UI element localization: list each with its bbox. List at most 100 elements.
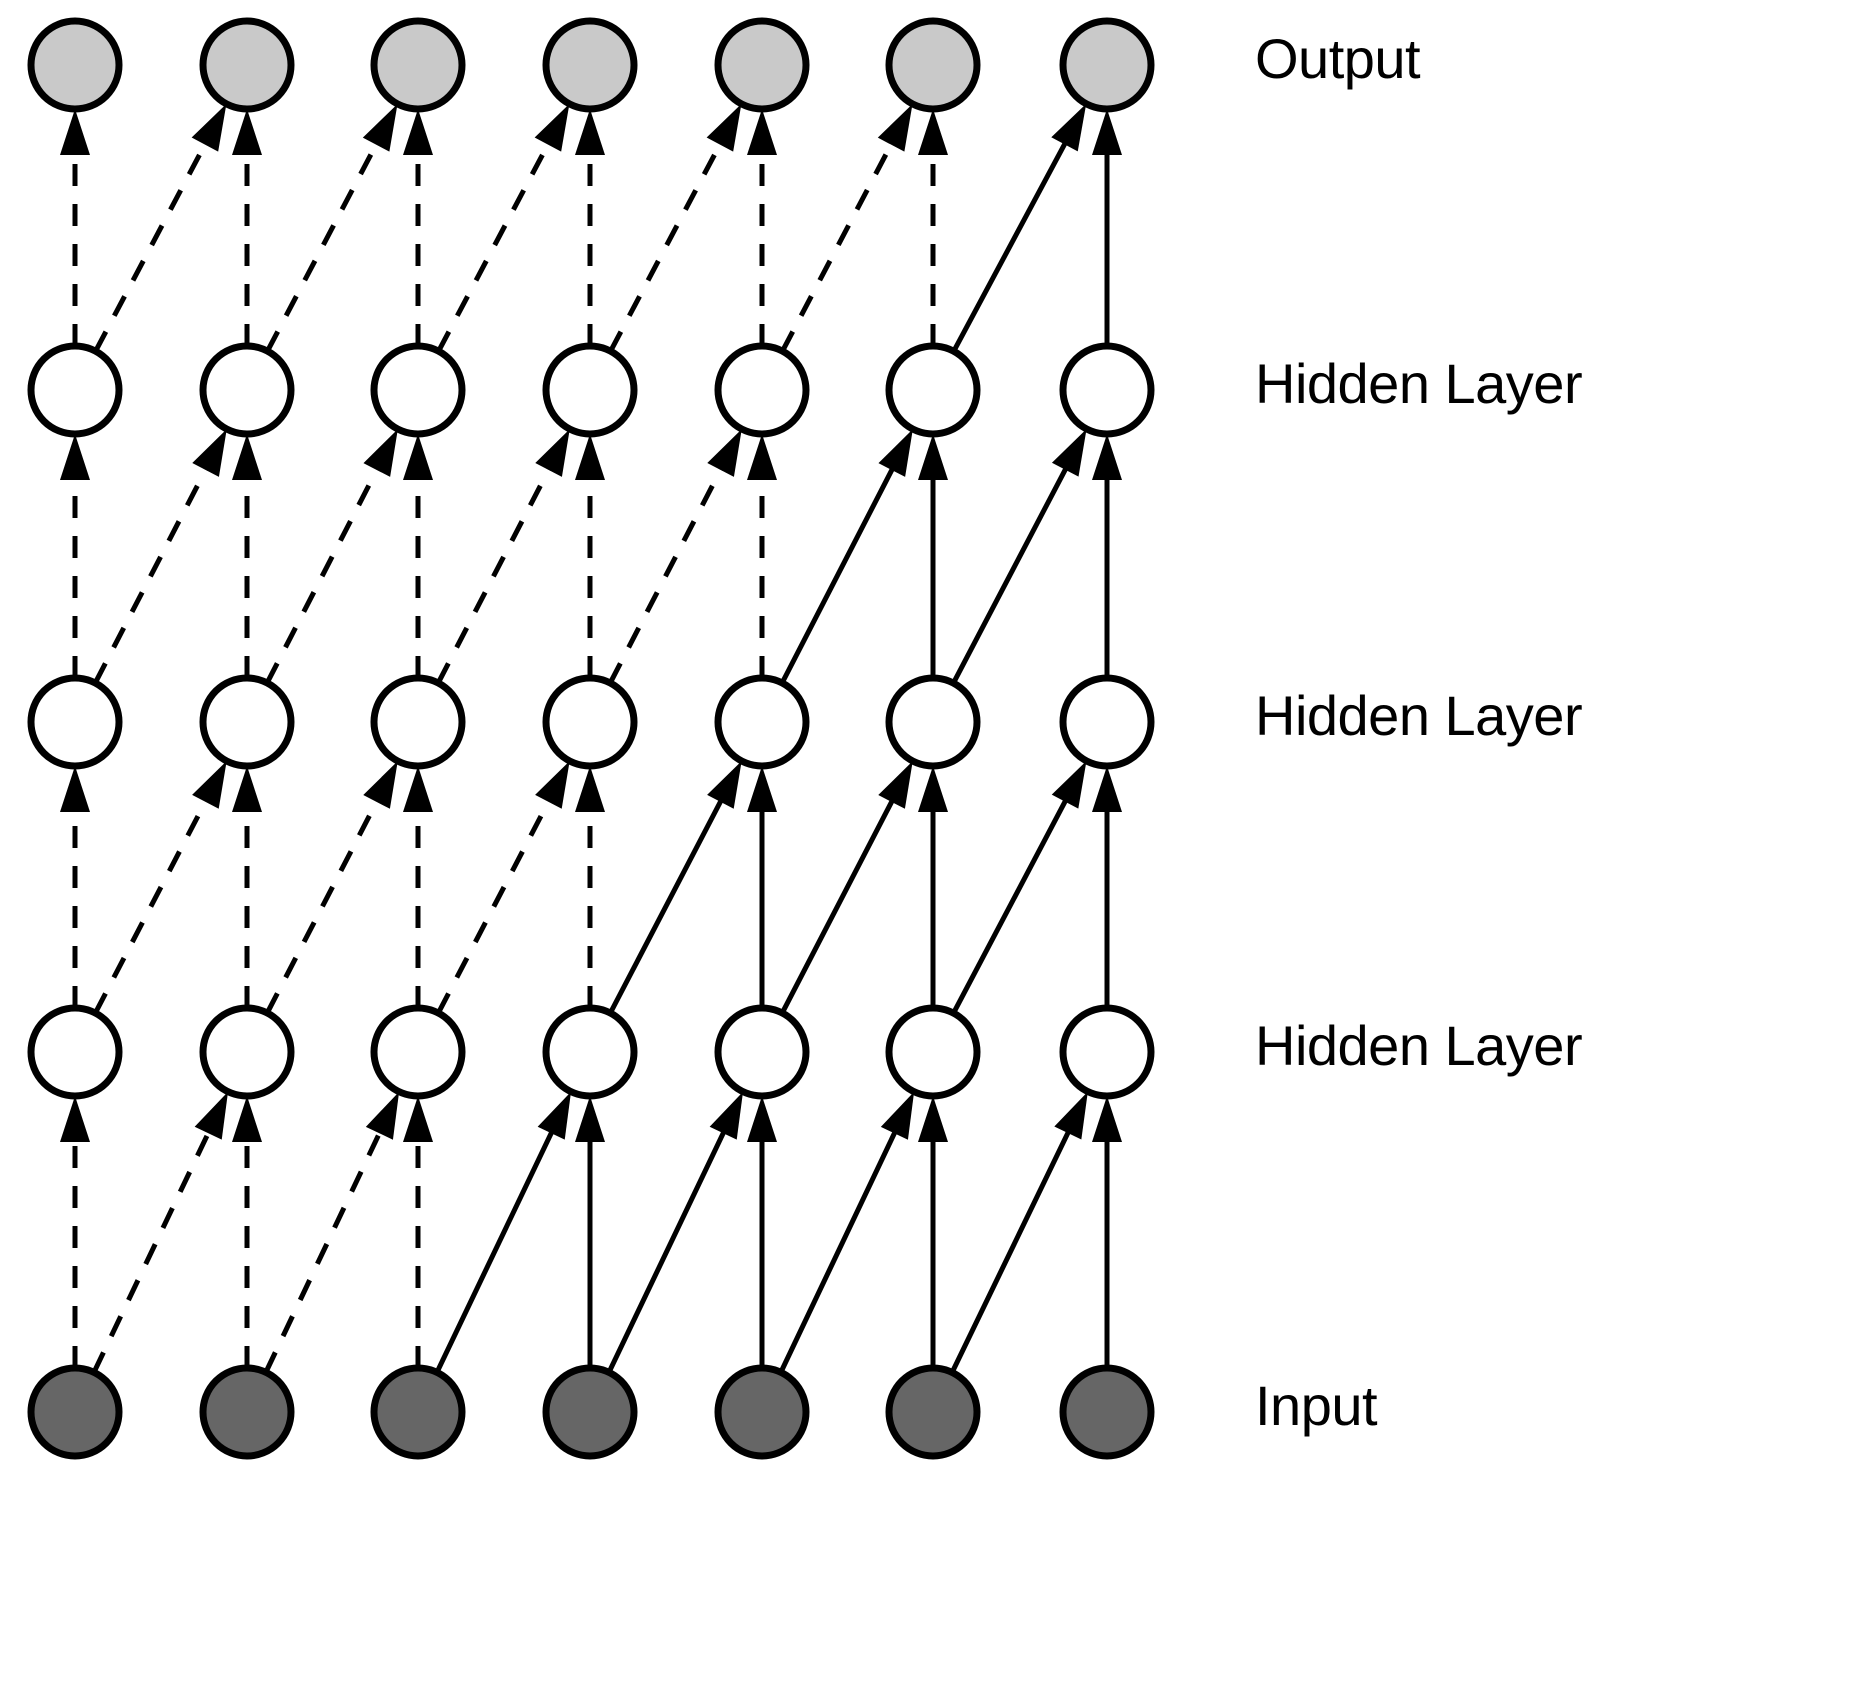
- arrowhead-icon: [192, 761, 227, 809]
- node-hidden-2-1[interactable]: [27, 674, 123, 770]
- edge-solid: [951, 103, 1087, 353]
- layer-label-hidden-1: Hidden Layer: [1255, 1014, 1583, 1077]
- edge-line-solid: [779, 465, 896, 685]
- edge-line-solid: [780, 797, 896, 1015]
- arrowhead-icon: [191, 103, 227, 152]
- node-output-6[interactable]: [885, 17, 981, 113]
- edge-dashed: [60, 766, 90, 1008]
- edge-line-solid: [608, 797, 725, 1015]
- edge-dashed: [918, 109, 948, 346]
- layer-label-hidden-2: Hidden Layer: [1255, 684, 1583, 747]
- arrowhead-icon: [1051, 760, 1087, 809]
- node-hidden-3-2[interactable]: [199, 342, 295, 438]
- arrowhead-icon: [747, 1096, 777, 1142]
- node-input-4[interactable]: [542, 1364, 638, 1460]
- node-hidden-2-3[interactable]: [370, 674, 466, 770]
- node-hidden-3-7[interactable]: [1059, 342, 1155, 438]
- edge-layer: [60, 103, 1122, 1374]
- node-hidden-2-7[interactable]: [1059, 674, 1155, 770]
- node-hidden-3-6[interactable]: [885, 342, 981, 438]
- edge-dashed: [265, 761, 398, 1015]
- arrowhead-icon: [535, 761, 570, 809]
- node-hidden-1-1[interactable]: [27, 1004, 123, 1100]
- node-hidden-3-1[interactable]: [27, 342, 123, 438]
- arrowhead-icon: [747, 766, 777, 812]
- node-hidden-2-4[interactable]: [542, 674, 638, 770]
- node-hidden-2-6[interactable]: [885, 674, 981, 770]
- node-input-3[interactable]: [370, 1364, 466, 1460]
- node-hidden-1-6[interactable]: [885, 1004, 981, 1100]
- node-hidden-2-2[interactable]: [199, 674, 295, 770]
- edge-line-dashed: [608, 465, 725, 685]
- edge-line-dashed: [93, 465, 210, 685]
- edge-dashed: [93, 429, 227, 685]
- arrowhead-icon: [877, 103, 913, 152]
- arrowhead-icon: [232, 1096, 262, 1142]
- arrowhead-icon: [537, 1091, 572, 1140]
- edge-dashed: [436, 103, 570, 353]
- arrowhead-icon: [918, 766, 948, 812]
- edge-dashed: [436, 429, 570, 685]
- edge-dashed: [91, 1091, 229, 1374]
- edge-solid: [918, 1096, 948, 1368]
- edge-line-dashed: [608, 139, 724, 353]
- edge-solid: [780, 761, 913, 1015]
- edge-line-dashed: [93, 797, 210, 1015]
- arrowhead-icon: [1092, 1096, 1122, 1142]
- edge-dashed: [263, 1091, 400, 1374]
- edge-solid: [747, 766, 777, 1008]
- arrowhead-icon: [535, 429, 570, 477]
- edge-dashed: [403, 1096, 433, 1368]
- node-hidden-1-7[interactable]: [1059, 1004, 1155, 1100]
- arrowhead-icon: [403, 434, 433, 480]
- node-output-5[interactable]: [714, 17, 810, 113]
- edge-solid: [1092, 1096, 1122, 1368]
- node-hidden-3-3[interactable]: [370, 342, 466, 438]
- node-input-2[interactable]: [199, 1364, 295, 1460]
- arrowhead-icon: [362, 103, 398, 152]
- edge-line-solid: [949, 1128, 1072, 1374]
- layer-label-output: Output: [1255, 27, 1421, 90]
- edge-solid: [778, 1091, 915, 1374]
- edge-dashed: [575, 434, 605, 678]
- node-input-1[interactable]: [27, 1364, 123, 1460]
- edge-dashed: [60, 109, 90, 346]
- node-input-5[interactable]: [714, 1364, 810, 1460]
- edge-solid: [918, 434, 948, 678]
- edge-line-solid: [606, 1128, 728, 1374]
- edge-dashed: [232, 434, 262, 678]
- node-hidden-3-4[interactable]: [542, 342, 638, 438]
- node-hidden-1-5[interactable]: [714, 1004, 810, 1100]
- arrowhead-icon: [363, 429, 398, 477]
- node-hidden-1-3[interactable]: [370, 1004, 466, 1100]
- node-hidden-2-5[interactable]: [714, 674, 810, 770]
- edge-solid: [779, 429, 913, 685]
- edge-dashed: [60, 434, 90, 678]
- node-input-6[interactable]: [885, 1364, 981, 1460]
- edge-solid: [1092, 766, 1122, 1008]
- node-layer: [27, 17, 1155, 1460]
- arrowhead-icon: [707, 761, 742, 809]
- node-input-7[interactable]: [1059, 1364, 1155, 1460]
- node-output-7[interactable]: [1059, 17, 1155, 113]
- arrowhead-icon: [878, 429, 913, 477]
- arrowhead-icon: [403, 766, 433, 812]
- edge-dashed: [232, 766, 262, 1008]
- edge-solid: [434, 1091, 572, 1374]
- node-hidden-1-2[interactable]: [199, 1004, 295, 1100]
- edge-dashed: [575, 109, 605, 346]
- arrowhead-icon: [747, 434, 777, 480]
- node-output-4[interactable]: [542, 17, 638, 113]
- node-output-2[interactable]: [199, 17, 295, 113]
- node-hidden-1-4[interactable]: [542, 1004, 638, 1100]
- edge-dashed: [265, 103, 398, 353]
- arrowhead-icon: [880, 1091, 915, 1140]
- node-output-1[interactable]: [27, 17, 123, 113]
- node-hidden-3-5[interactable]: [714, 342, 810, 438]
- arrowhead-icon: [534, 103, 570, 152]
- node-output-3[interactable]: [370, 17, 466, 113]
- edge-dashed: [93, 103, 227, 353]
- edge-dashed: [93, 761, 227, 1015]
- edge-line-solid: [778, 1128, 899, 1374]
- arrowhead-icon: [1051, 428, 1087, 477]
